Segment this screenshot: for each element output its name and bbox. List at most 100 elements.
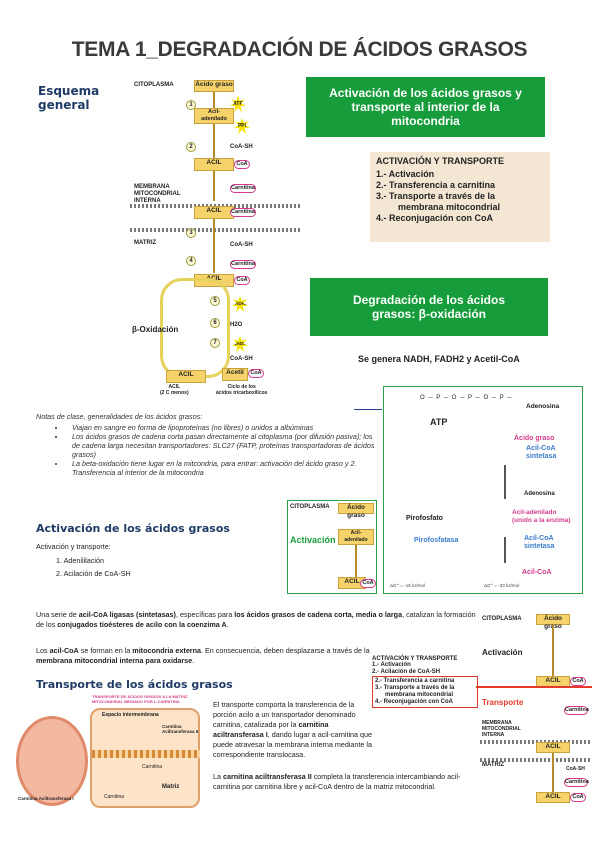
activation-steps-header: ACTIVACIÓN Y TRANSPORTE (376, 156, 505, 166)
step-number: 2 (186, 142, 196, 152)
coa-pill: CoA (360, 579, 376, 588)
fatty-acid-box: Ácido graso (194, 80, 234, 92)
cytoplasm-label: CITOPLASMA (134, 82, 174, 88)
intermembrane-label: Espacio intermembrana (102, 712, 159, 718)
carnitine-pill: Carnitina (564, 706, 589, 715)
step-number: 5 (210, 296, 220, 306)
page-title: TEMA 1_DEGRADACIÓN DE ÁCIDOS GRASOS (71, 38, 528, 61)
acyl-box: ACIL (166, 370, 206, 383)
acetyl-box: Acetil (222, 368, 248, 381)
pointer-arrow (354, 409, 382, 410)
inner-membrane (480, 758, 592, 762)
activation-step: membrana mitocondrial (398, 202, 501, 212)
activation-label: Activación (290, 535, 336, 545)
coa-sh-label: CoA-SH (230, 144, 253, 150)
small-steps-header: ACTIVACIÓN Y TRANSPORTE (372, 656, 458, 662)
step-number: 1 (186, 100, 196, 110)
acyl-box: ACIL (536, 792, 570, 803)
acyl-coa-ligases-paragraph: Una serie de acil-CoA ligasas (sintetasa… (36, 610, 476, 629)
small-activation-diagram: CITOPLASMA Ácido graso Activación Acil- … (287, 500, 377, 594)
activation-item: 1. Adenililación (56, 556, 104, 565)
activation-steps-panel: ACTIVACIÓN Y TRANSPORTE 1.- Activación 2… (370, 152, 550, 242)
flow-arrow (552, 753, 554, 793)
reaction-arrow (504, 465, 506, 499)
coa-sh-label: CoA-SH (230, 356, 253, 362)
nadh-star-icon: NADH (232, 336, 248, 352)
step-number: 6 (210, 318, 220, 328)
step-number: 4 (186, 256, 196, 266)
cat2-label: Carnitina Aciltransferasa II (162, 724, 199, 734)
acyl-coa-synthetase-label: Acil-CoA sintetasa (526, 445, 557, 460)
carnitine-label: Carnitina (142, 764, 163, 770)
membrane-zoom (90, 708, 200, 808)
activation-step: 4.- Reconjugación con CoA (376, 213, 494, 223)
general-flow-diagram: CITOPLASMA Ácido graso 1 ATP Acil- adeni… (130, 78, 300, 398)
cytoplasm-label: CITOPLASMA (482, 616, 522, 622)
phosphate-chain: O ─ P ─ O ─ P ─ O ─ P ─ (420, 395, 513, 401)
fadh2-star-icon: FADH2 (232, 296, 248, 312)
acyl-box: ACIL (194, 158, 234, 171)
small-step: 3.- Transporte a través de la (375, 685, 455, 691)
delta-g-label: ΔG°' = -15 kJ/mol (390, 583, 426, 588)
coa-sh-label: CoA-SH (230, 242, 253, 248)
cat2-paragraph: La carnitina aciltransferasa II completa… (213, 772, 461, 791)
note-item: Los ácidos grasos de cadena corta pasan … (66, 432, 376, 459)
ppi-star-icon: PPi (234, 118, 250, 134)
transport-label: Transporte (482, 698, 524, 707)
transport-paragraph: El transporte comporta la transferencia … (213, 700, 373, 759)
degradation-title-box: Degradación de los ácidos grasos: β-oxid… (310, 278, 548, 336)
atp-activation-diagram: O ─ P ─ O ─ P ─ O ─ P ─ Adenosina ATP Ác… (354, 386, 583, 594)
notes-intro: Notas de clase, generalidades de los áci… (36, 412, 203, 421)
carnitine-pill: Carnitina (230, 208, 256, 217)
carnitine-pill: Carnitina (564, 778, 589, 787)
coa-pill: CoA (234, 160, 250, 169)
flow-arrow (552, 625, 554, 677)
coa-sh-label: CoA-SH (566, 766, 585, 772)
small-step: 1.- Activación (372, 662, 411, 668)
carnitine-label: Carnitina (104, 794, 125, 800)
small-step: 4.- Reconjugación con CoA (375, 699, 454, 705)
tca-cycle-label: Ciclo de los ácidos tricarboxílicos (216, 384, 268, 396)
matrix-label: Matriz (162, 784, 180, 790)
h2o-label: H2O (230, 322, 243, 328)
acyl-coa-label: Acil-CoA (522, 569, 552, 576)
matrix-label: MATRIZ (134, 240, 157, 246)
activation-heading: Activación de los ácidos grasos (36, 522, 230, 535)
cat1-label: Carnitina Aciltransferasa I (18, 796, 74, 801)
flow-arrow (213, 171, 215, 201)
flow-arrow (213, 92, 215, 108)
carnitine-pill: Carnitina (230, 260, 256, 269)
flow-arrow (213, 219, 215, 273)
activation-label: Activación (482, 648, 523, 657)
fatty-acid-label: Ácido graso (514, 435, 555, 442)
mito-title: TRANSPORTE DE ÁCIDOS GRASOS A LA MATRIZ … (92, 694, 188, 704)
matrix-label: MATRIZ (482, 762, 505, 768)
step-number: 7 (210, 338, 220, 348)
small-step: 2.- Transferencia a carnitina (375, 678, 455, 684)
carnitine-pill: Carnitina (230, 184, 256, 193)
small-step: 2.- Acilación de CoA-SH (372, 669, 441, 675)
inner-membrane (130, 228, 300, 232)
reaction-arrow (504, 537, 506, 563)
activation-step: 2.- Transferencia a carnitina (376, 180, 496, 190)
fatty-acid-box: Ácido graso (536, 614, 570, 630)
membrane-label: MEMBRANA MITOCONDRIAL INTERNA (134, 184, 181, 204)
pyrophosphatase-label: Pirofosfatasa (414, 537, 459, 544)
cytoplasm-label: CITOPLASMA (290, 504, 330, 510)
adenosine-label: Adenosina (526, 403, 560, 410)
class-notes: Notas de clase, generalidades de los áci… (36, 412, 376, 477)
delta-g-label: ΔG°' = -33 kJ/mol (484, 583, 520, 588)
membrane-label: MEMBRANA MITOCONDRIAL INTERNA (482, 720, 521, 738)
inner-membrane-band (92, 750, 200, 758)
separator-line (476, 686, 592, 688)
activation-title-box: Activación de los ácidos grasos y transp… (306, 77, 545, 137)
small-steps-panel: ACTIVACIÓN Y TRANSPORTE 1.- Activación 2… (372, 656, 478, 708)
generates-summary: Se genera NADH, FADH2 y Acetil-CoA (358, 354, 520, 364)
coa-pill: CoA (234, 276, 250, 285)
acyl-adenylate-box: Acil- adenilado (338, 529, 374, 545)
small-step: membrana mitocondrial (385, 692, 454, 698)
note-item: Viajan en sangre en forma de lipoproteín… (66, 423, 376, 432)
coa-pill: CoA (570, 793, 586, 802)
beta-oxidation-label: β-Oxidación (132, 325, 179, 334)
acyl-coa-synthetase-label: Acil-CoA sintetasa (524, 535, 555, 550)
